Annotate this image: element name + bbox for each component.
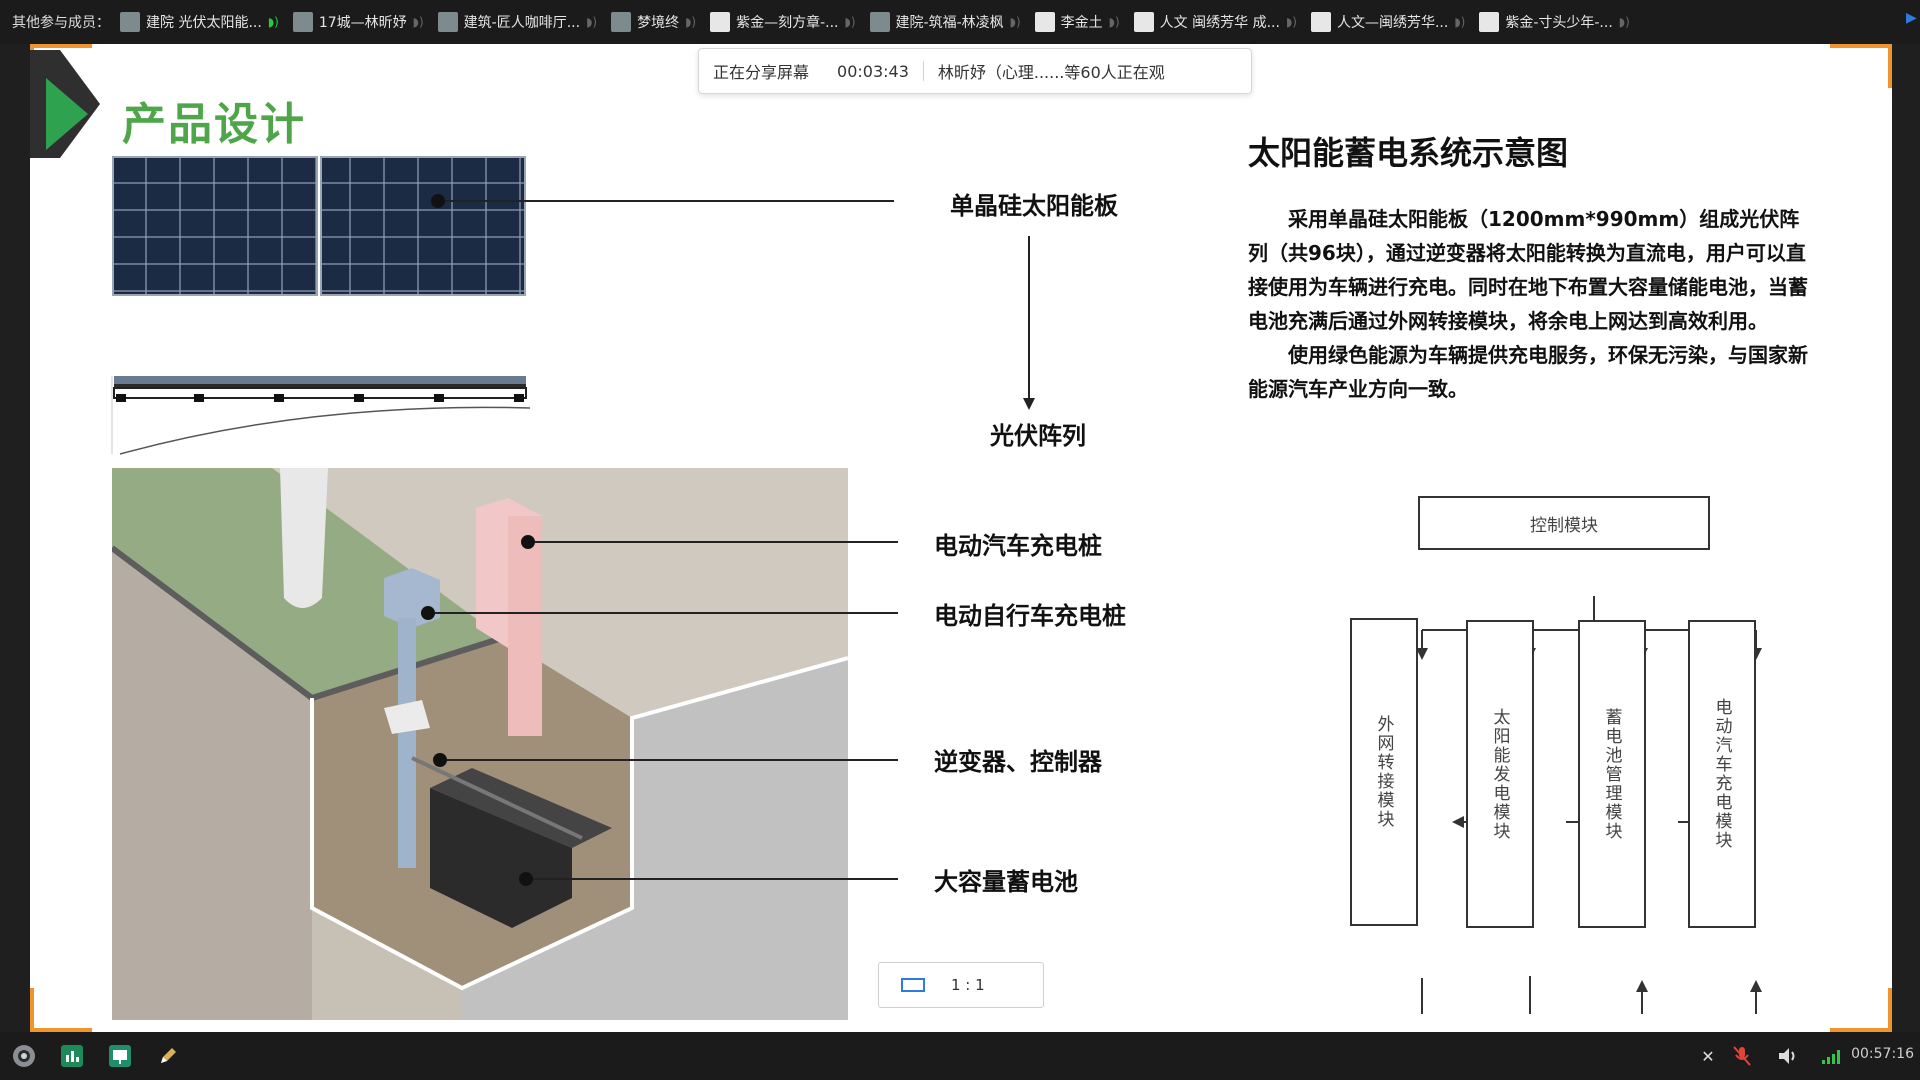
label-bike-charger: 电动自行车充电桩 xyxy=(934,602,1126,630)
label-ev-charger: 电动汽车充电桩 xyxy=(934,532,1102,560)
corner-mark xyxy=(30,988,92,1032)
zoom-control[interactable]: 1 : 1 xyxy=(878,962,1044,1008)
share-status: 正在分享屏幕 xyxy=(713,63,810,82)
description-paragraph: 使用绿色能源为车辆提供充电服务，环保无污染，与国家新能源汽车产业方向一致。 xyxy=(1248,343,1808,401)
avatar xyxy=(120,12,140,32)
avatar xyxy=(437,12,458,32)
avatar xyxy=(1310,12,1331,32)
divider xyxy=(922,61,924,81)
meeting-duration: 00:57:16 xyxy=(1851,1046,1914,1062)
speaker-icon: ◗) xyxy=(1009,15,1021,29)
participant-item[interactable]: 人文 闽绣芳华 成...◗) xyxy=(1133,12,1297,32)
participant-item[interactable]: 17城—林昕妤◗) xyxy=(292,12,424,32)
avatar xyxy=(1034,12,1055,32)
diagram-title: 太阳能蓄电系统示意图 xyxy=(1248,134,1569,172)
flow-ev-charge-module: 电动汽车充电模块 xyxy=(1688,620,1756,928)
presentation-app-icon[interactable] xyxy=(108,1044,132,1068)
flow-bms-module: 蓄电池管理模块 xyxy=(1578,620,1646,928)
meeting-toolbar: ✕ 00:57:16 xyxy=(0,1032,1920,1080)
flow-control-module: 控制模块 xyxy=(1418,496,1710,550)
avatar xyxy=(869,12,890,32)
participant-item[interactable]: 紫金—刻方章-...◗) xyxy=(710,12,856,32)
exit-fullscreen-icon[interactable]: ✕ xyxy=(1701,1046,1715,1066)
label-inverter: 逆变器、控制器 xyxy=(934,748,1102,776)
screen-share-status-bar[interactable]: 正在分享屏幕 00:03:43 林昕妤（心理......等60人正在观 xyxy=(698,48,1252,94)
speaker-icon: ◗) xyxy=(1108,15,1120,29)
mic-muted-icon[interactable] xyxy=(1730,1044,1754,1068)
participant-item[interactable]: 建筑-匠人咖啡厅...◗) xyxy=(437,12,598,32)
avatar xyxy=(611,12,632,32)
arrow-logo xyxy=(30,50,100,158)
corner-mark xyxy=(1830,988,1892,1032)
flow-grid-module: 外网转接模块 xyxy=(1350,618,1418,926)
participant-item[interactable]: 李金土◗) xyxy=(1034,12,1120,32)
participant-item[interactable]: 人文—闽绣芳华...◗) xyxy=(1310,12,1466,32)
speaker-icon: ◗) xyxy=(1618,15,1630,29)
participant-item[interactable]: 建院 光伏太阳能...◗) xyxy=(120,12,279,32)
app-logo-icon[interactable] xyxy=(12,1044,36,1068)
solar-panel-illustration xyxy=(112,156,526,296)
collapse-arrow-icon[interactable]: ▶ xyxy=(1906,10,1917,26)
avatar xyxy=(292,12,313,32)
avatar xyxy=(710,12,731,32)
label-battery: 大容量蓄电池 xyxy=(934,868,1078,896)
charging-station-3d-illustration xyxy=(112,468,848,1020)
array-section-illustration xyxy=(111,376,531,455)
speaker-active-icon: ◗) xyxy=(267,15,279,29)
speaker-icon: ◗) xyxy=(844,15,856,29)
participant-item[interactable]: 紫金-寸头少年-...◗) xyxy=(1479,12,1630,32)
description-text: 采用单晶硅太阳能板（1200mm*990mm）组成光伏阵列（共96块），通过逆变… xyxy=(1248,202,1810,406)
annotation-pen-icon[interactable] xyxy=(156,1044,180,1068)
participants-bar: 其他参与成员： 建院 光伏太阳能...◗) 17城—林昕妤◗) 建筑-匠人咖啡厅… xyxy=(0,0,1920,44)
signal-strength-icon xyxy=(1820,1044,1844,1068)
participants-label: 其他参与成员： xyxy=(12,15,110,31)
speaker-icon: ◗) xyxy=(412,15,424,29)
participant-item[interactable]: 梦境终◗) xyxy=(611,12,696,32)
chart-app-icon[interactable] xyxy=(60,1044,84,1068)
avatar xyxy=(1479,12,1500,32)
description-paragraph: 采用单晶硅太阳能板（1200mm*990mm）组成光伏阵列（共96块），通过逆变… xyxy=(1248,207,1808,333)
shared-slide: 产品设计 xyxy=(30,44,1892,1032)
label-pv-array: 光伏阵列 xyxy=(990,422,1086,450)
speaker-icon: ◗) xyxy=(1285,15,1297,29)
speaker-icon: ◗) xyxy=(685,15,697,29)
speaker-icon: ◗) xyxy=(586,15,598,29)
participant-item[interactable]: 建院-筑福-林凌枫◗) xyxy=(869,12,1021,32)
corner-mark xyxy=(1830,44,1892,88)
zoom-ratio[interactable]: 1 : 1 xyxy=(951,976,985,994)
avatar xyxy=(1133,12,1154,32)
speaker-icon[interactable] xyxy=(1776,1044,1800,1068)
flow-solar-module: 太阳能发电模块 xyxy=(1466,620,1534,928)
label-solar-panel: 单晶硅太阳能板 xyxy=(950,192,1118,220)
share-timer: 00:03:43 xyxy=(837,61,909,81)
fit-window-icon[interactable] xyxy=(901,978,925,992)
speaker-icon: ◗) xyxy=(1454,15,1466,29)
slide-title: 产品设计 xyxy=(122,99,306,150)
share-viewers[interactable]: 林昕妤（心理......等60人正在观 xyxy=(937,63,1165,82)
